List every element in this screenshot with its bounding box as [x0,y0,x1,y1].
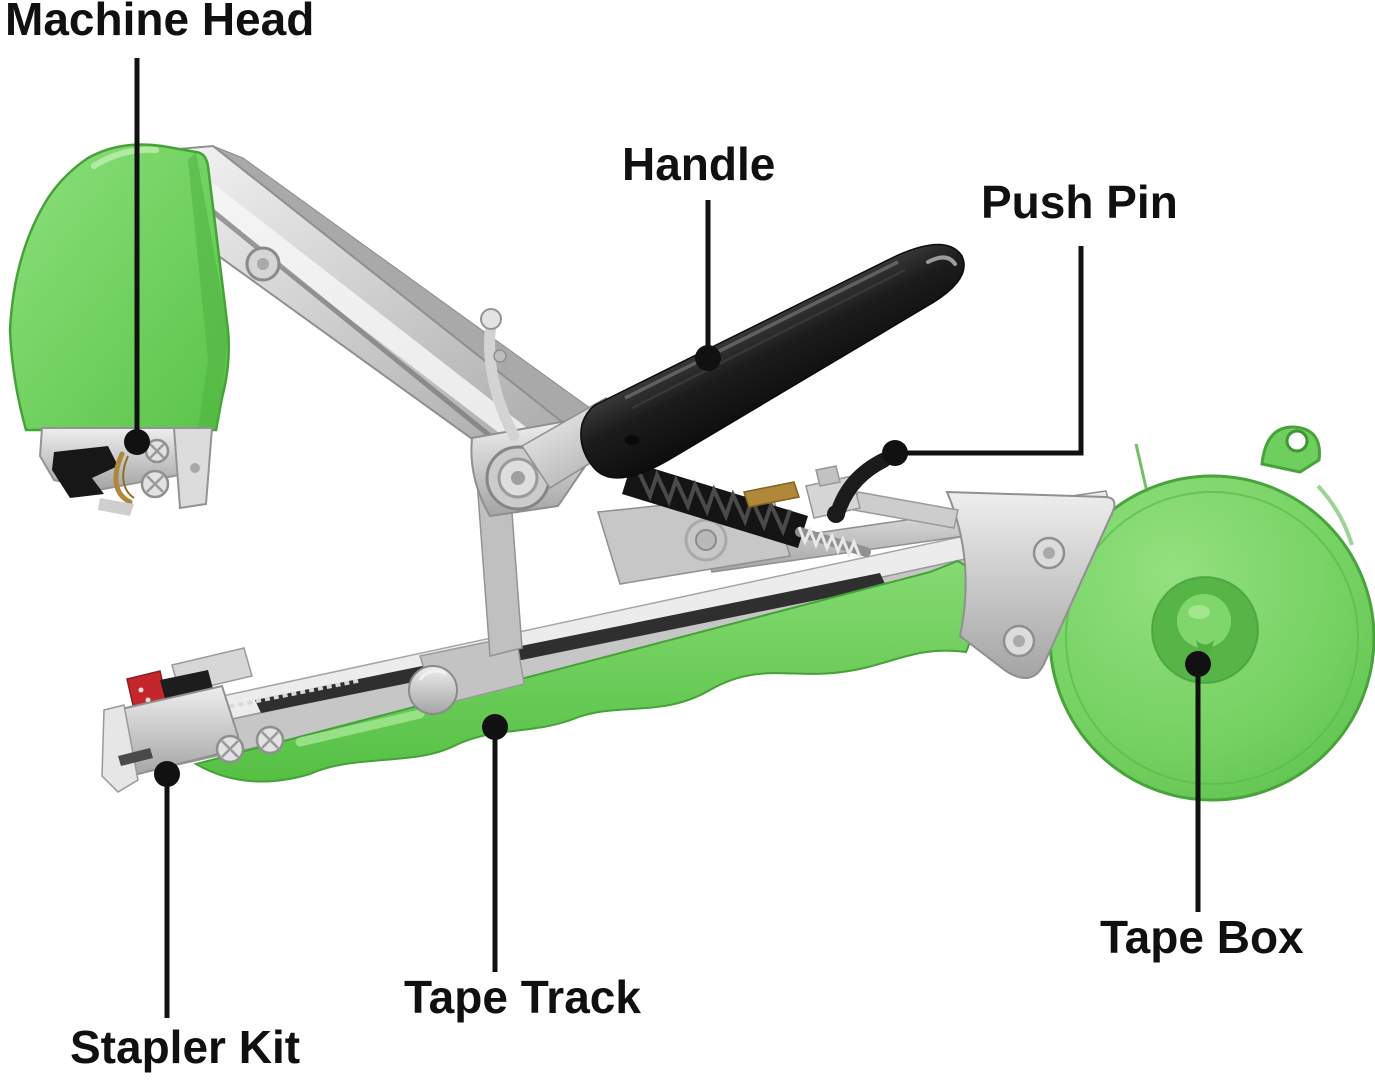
tape-box-knob [1177,594,1231,648]
head-jaw [52,446,118,498]
callout-handle [695,200,721,371]
label-machine-head: Machine Head [5,0,315,45]
callout-machine-head [124,58,150,455]
label-handle: Handle [622,138,776,190]
rail-spring [211,678,363,712]
label-stapler-kit: Stapler Kit [70,1021,301,1073]
callout-stapler-kit [154,761,180,1018]
label-tape-track: Tape Track [404,971,641,1023]
head-screws [140,438,170,499]
stapler-front-blade [101,704,139,793]
bracket-screws [1002,536,1066,658]
main-coil-spring [622,462,808,548]
tape-track [193,559,996,783]
stapler-kit [101,647,285,793]
machine-head [8,143,230,516]
body-roller-bolt [408,665,458,715]
callout-lines [124,58,1211,1018]
brass-bar [743,481,800,508]
label-push-pin: Push Pin [981,176,1178,228]
callout-tape-track [482,714,508,972]
push-pin-hook [830,452,892,520]
springs [622,462,871,558]
tape-guide-hook [484,318,520,442]
tape-box-bracket [945,490,1116,679]
head-brass-wire [113,451,133,505]
callout-tape-box [1185,651,1211,912]
label-tape-box: Tape Box [1100,911,1304,963]
pivot-assembly [408,308,1116,715]
tape-track-strip [193,559,996,783]
callout-push-pin [882,246,1084,466]
tape-box-hang-hole [1285,429,1309,453]
tape-box [1048,425,1375,802]
handle [520,243,965,490]
stapler-screws [215,725,285,764]
push-pin [827,452,892,523]
machine-head-cover [8,143,230,432]
handle-grip [580,243,965,479]
